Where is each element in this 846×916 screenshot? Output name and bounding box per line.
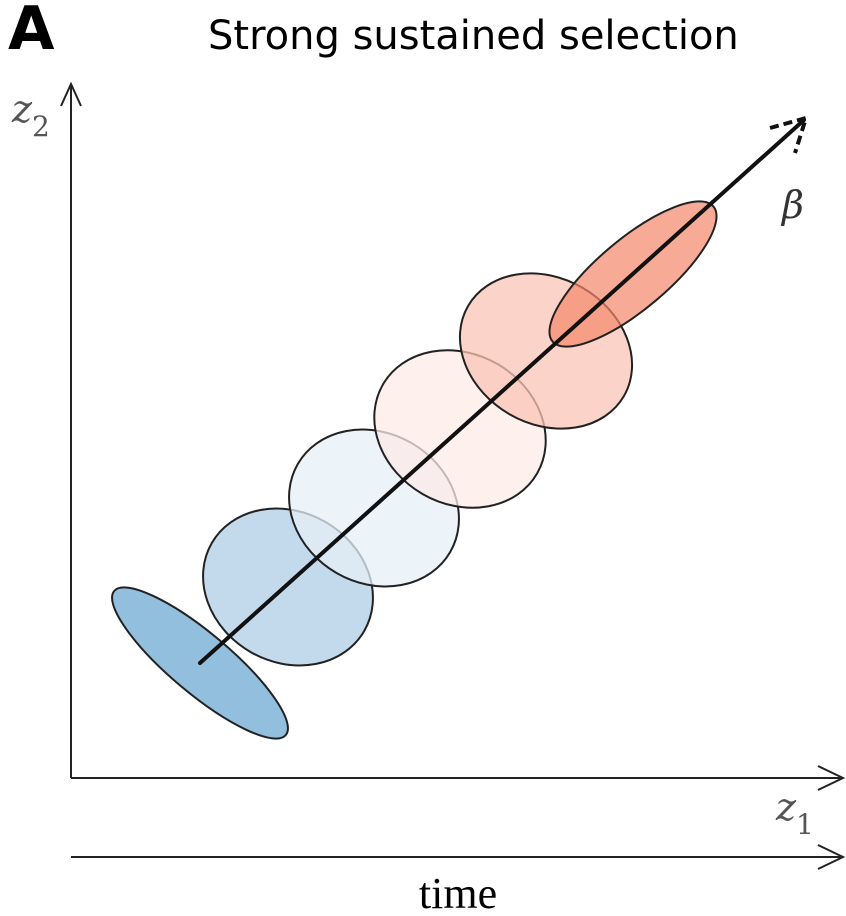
selection-gradient-arrowhead [769,115,810,154]
panel-letter: A [8,0,55,64]
beta-label: β [780,183,804,227]
x-axis-label: z1 [775,785,814,841]
y-axis-arrowhead [60,81,82,107]
time-label: time [419,869,497,916]
diagram-title: Strong sustained selection [208,13,739,59]
x-axis-arrowhead [817,765,846,791]
time-arrowhead [817,844,846,870]
y-axis-label: z2 [11,87,50,143]
selection-gradient-arrow [198,118,806,665]
